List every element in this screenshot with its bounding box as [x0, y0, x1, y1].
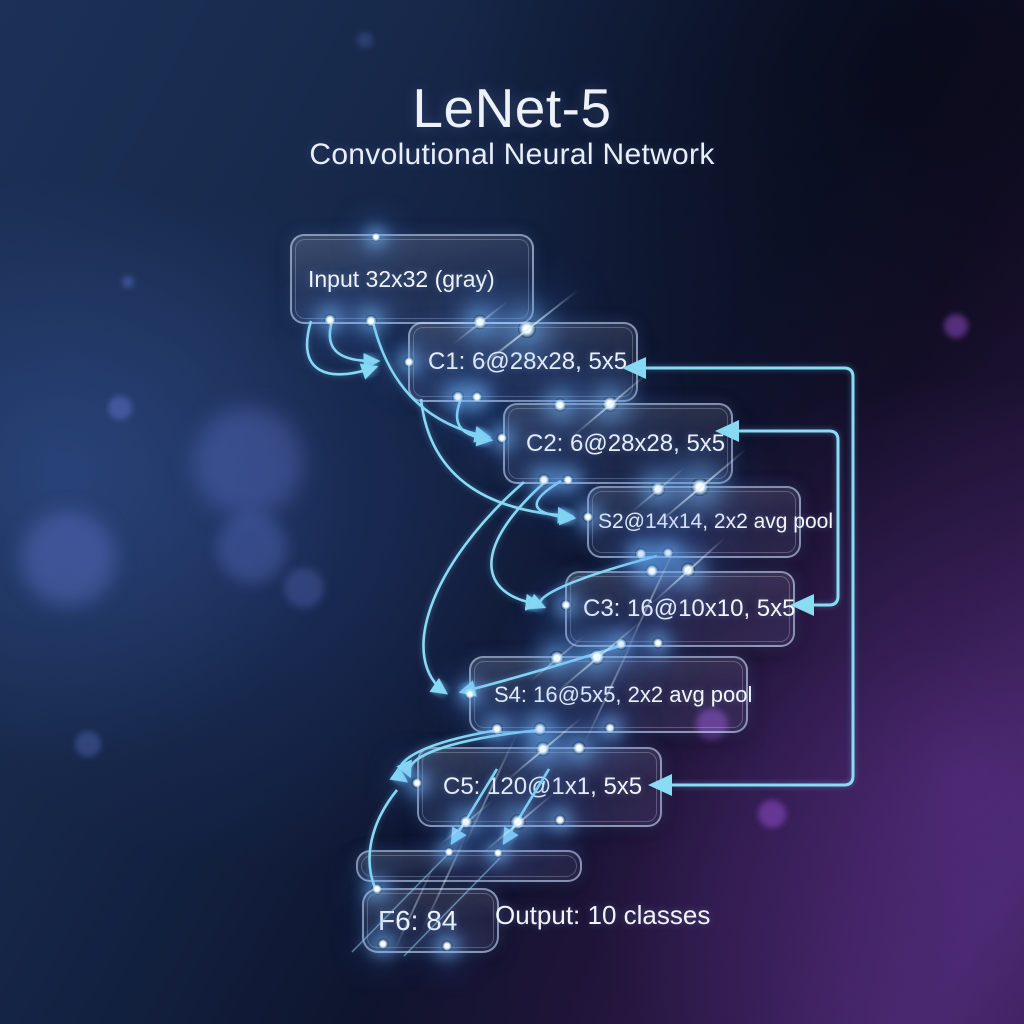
layer-box-c1: C1: 6@28x28, 5x5: [408, 322, 638, 402]
layer-box-s4: S4: 16@5x5, 2x2 avg pool: [469, 656, 752, 733]
output-classes-label: Output: 10 classes: [495, 900, 711, 930]
layer-box-f6: F6: 84: [362, 888, 499, 953]
layer-box-c5: C5: 120@1x1, 5x5: [417, 747, 662, 827]
curve-c2-to-c3: [490, 480, 547, 611]
bokeh-circle: [122, 276, 134, 288]
layer-label-c1: C1: 6@28x28, 5x5: [428, 348, 628, 375]
flatten-bar: [356, 850, 582, 882]
layer-box-c2: C2: 6@28x28, 5x5: [503, 403, 733, 484]
layer-box-c3: C3: 16@10x10, 5x5: [565, 571, 796, 647]
bokeh-circle: [284, 568, 324, 608]
layer-box-input: Input 32x32 (gray): [290, 234, 534, 324]
layer-box-s2: S2@14x14, 2x2 avg pool: [587, 486, 833, 558]
layer-label-c2: C2: 6@28x28, 5x5: [526, 429, 726, 457]
curve-input-to-c1-b: [305, 320, 379, 380]
bokeh-circle: [75, 731, 101, 757]
layer-label-input: Input 32x32 (gray): [308, 265, 495, 292]
curve-c1-to-c2: [455, 398, 494, 447]
layer-label-s4: S4: 16@5x5, 2x2 avg pool: [494, 681, 753, 707]
curve-c2-to-s2: [535, 479, 577, 526]
bokeh-circle: [217, 513, 287, 583]
bokeh-circle: [108, 396, 132, 420]
layer-label-c5: C5: 120@1x1, 5x5: [443, 773, 643, 800]
layer-label-c3: C3: 16@10x10, 5x5: [583, 595, 796, 622]
bokeh-circle: [944, 314, 968, 338]
bokeh-circle: [758, 800, 786, 828]
bokeh-circle: [357, 32, 373, 48]
layer-label-s2: S2@14x14, 2x2 avg pool: [598, 510, 833, 533]
diagram-title: LeNet-5: [412, 77, 612, 139]
bokeh-circle: [193, 407, 303, 517]
diagram-subtitle: Convolutional Neural Network: [309, 138, 715, 171]
curve-input-to-c1-a: [328, 320, 381, 370]
layer-label-f6: F6: 84: [378, 904, 458, 936]
bokeh-circle: [20, 510, 116, 606]
